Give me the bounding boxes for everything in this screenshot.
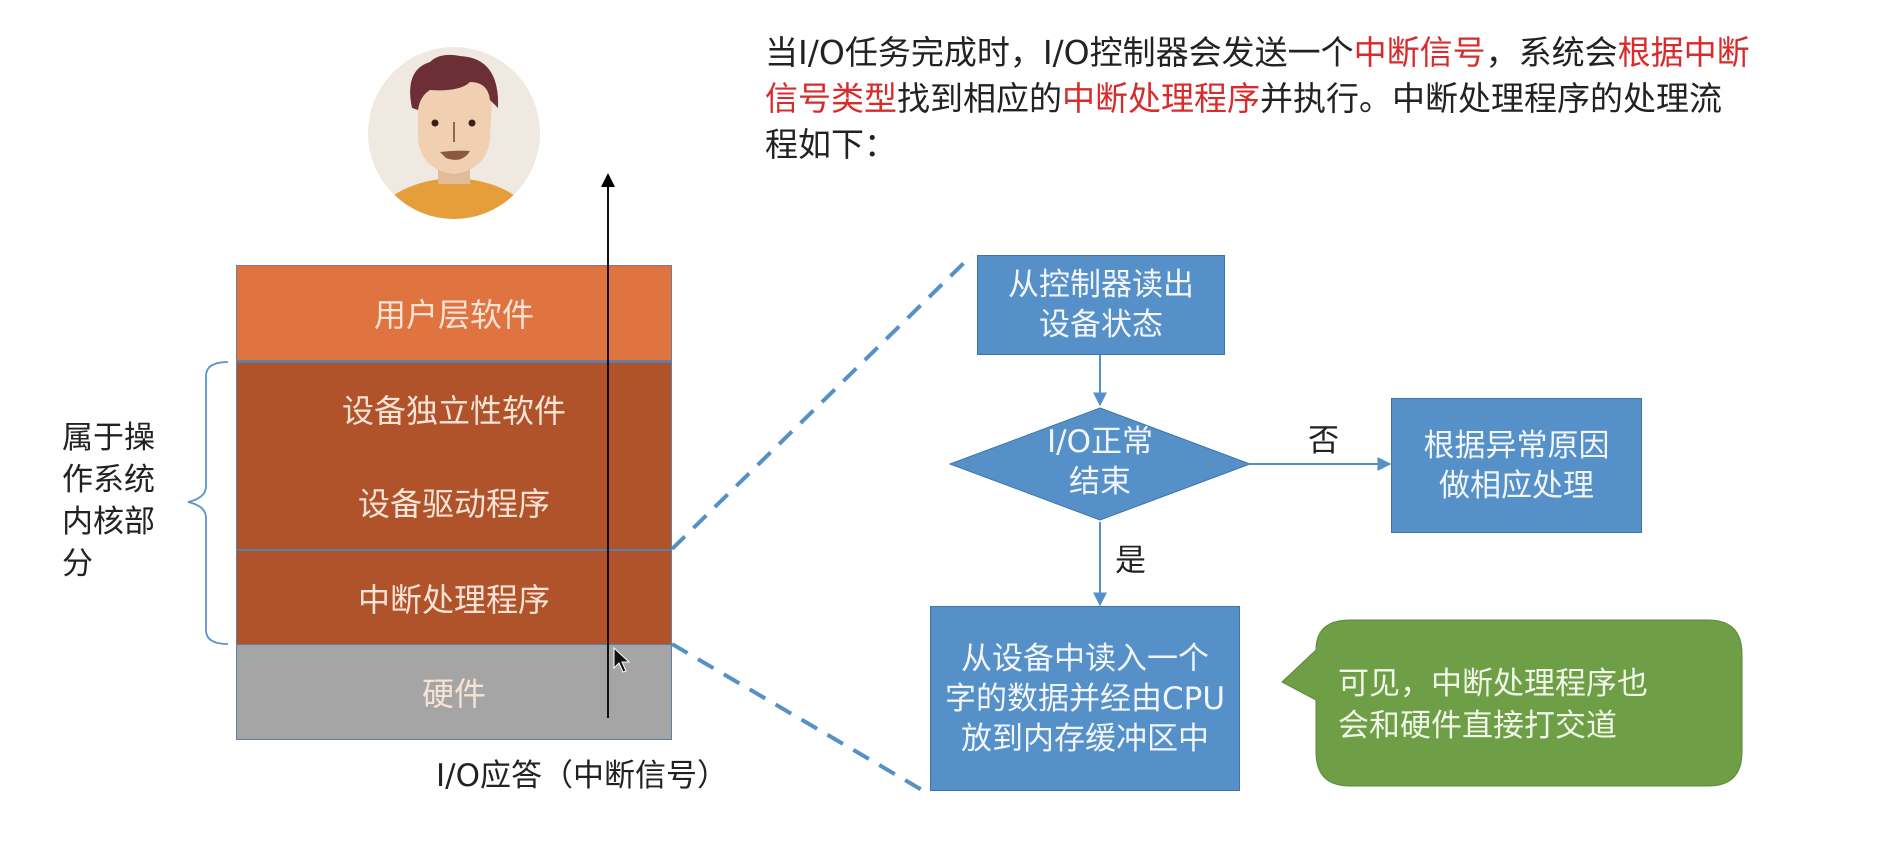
flow-text-line: 根据异常原因 bbox=[1423, 427, 1610, 464]
callout-text: 可见，中断处理程序也 会和硬件直接打交道 bbox=[1338, 663, 1648, 747]
decision-diamond bbox=[948, 407, 1252, 521]
callout-text-line: 会和硬件直接打交道 bbox=[1338, 708, 1617, 744]
flow-text-line: 做相应处理 bbox=[1439, 467, 1594, 504]
kernel-brace-label: 属于操 作系统 内核部 分 bbox=[62, 417, 155, 585]
kernel-label-line: 内核部 bbox=[62, 504, 155, 540]
user-avatar-icon bbox=[368, 47, 540, 219]
layer-interrupt-handler[interactable]: 中断处理程序 bbox=[236, 549, 672, 644]
kernel-label-line: 作系统 bbox=[62, 462, 155, 498]
flow-text-line: 字的数据并经由CPU bbox=[944, 680, 1226, 717]
intro-seg: ，系统会 bbox=[1485, 33, 1618, 72]
flow-text-line: 设备状态 bbox=[1039, 307, 1163, 343]
decision-label[interactable]: I/O正常 结束 bbox=[1010, 422, 1190, 502]
layer-label: 设备独立性软件 bbox=[341, 392, 566, 430]
layer-user-software[interactable]: 用户层软件 bbox=[236, 265, 672, 361]
flow-text-line: 放到内存缓冲区中 bbox=[961, 720, 1209, 757]
flow-text-line: 从设备中读入一个 bbox=[961, 640, 1209, 677]
flow-text-line: 从控制器读出 bbox=[1008, 267, 1194, 303]
zoom-line-top bbox=[670, 253, 974, 551]
callout-bubble[interactable] bbox=[1281, 619, 1743, 787]
layer-label: 设备驱动程序 bbox=[357, 485, 550, 523]
zoom-line-bottom bbox=[670, 642, 924, 792]
branch-yes-label: 是 bbox=[1115, 543, 1146, 579]
layer-label: 中断处理程序 bbox=[357, 580, 550, 619]
decision-text-line: I/O正常 bbox=[1047, 424, 1153, 460]
intro-highlight: 中断信号 bbox=[1353, 33, 1486, 72]
flow-step-read-status[interactable]: 从控制器读出 设备状态 bbox=[977, 255, 1225, 355]
kernel-label-line: 属于操 bbox=[62, 420, 155, 456]
io-response-label: I/O应答（中断信号） bbox=[436, 758, 728, 794]
intro-highlight: 根据中断信号类型 bbox=[765, 33, 1750, 118]
intro-seg: 当I/O任务完成时，I/O控制器会发送一个 bbox=[765, 33, 1354, 72]
callout-text-line: 可见，中断处理程序也 bbox=[1338, 666, 1648, 702]
kernel-brace bbox=[187, 361, 229, 645]
layer-hardware[interactable]: 硬件 bbox=[236, 644, 672, 740]
intro-seg: 找到相应的 bbox=[897, 79, 1062, 118]
layer-label: 硬件 bbox=[421, 675, 486, 713]
intro-highlight: 中断处理程序 bbox=[1062, 79, 1260, 118]
kernel-label-line: 分 bbox=[62, 546, 93, 582]
branch-no-label: 否 bbox=[1308, 423, 1339, 459]
intro-seg: 并执行。中断处理程序的处理流程如下： bbox=[765, 79, 1722, 164]
decision-text-line: 结束 bbox=[1069, 464, 1131, 500]
layer-label: 用户层软件 bbox=[373, 296, 534, 334]
layer-device-independent[interactable]: 设备独立性软件 bbox=[236, 361, 672, 455]
flow-step-error-handling[interactable]: 根据异常原因 做相应处理 bbox=[1391, 398, 1642, 533]
intro-paragraph: 当I/O任务完成时，I/O控制器会发送一个中断信号，系统会根据中断信号类型找到相… bbox=[765, 30, 1750, 168]
flow-step-read-data[interactable]: 从设备中读入一个 字的数据并经由CPU 放到内存缓冲区中 bbox=[930, 606, 1240, 791]
layer-device-driver[interactable]: 设备驱动程序 bbox=[236, 455, 672, 549]
